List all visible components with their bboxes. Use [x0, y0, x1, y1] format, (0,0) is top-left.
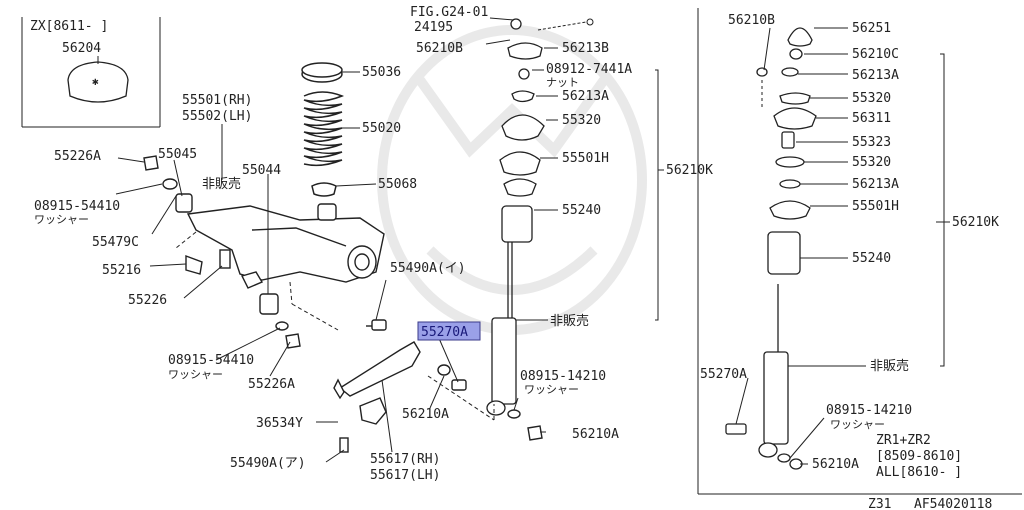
selected-part-highlight[interactable]	[417, 321, 481, 341]
leader-lines	[115, 17, 950, 465]
svg-text:✱: ✱	[92, 75, 99, 88]
label-nut: ナット	[546, 76, 579, 89]
label-55320-right-top[interactable]: 55320	[852, 91, 891, 106]
label-56213A-center[interactable]: 56213A	[562, 89, 609, 104]
label-55270A-right[interactable]: 55270A	[700, 367, 747, 382]
label-56210K-center[interactable]: 56210K	[666, 163, 713, 178]
label-washer-center: ワッシャー	[524, 383, 579, 396]
label-not-for-sale-arm: 非販売	[202, 176, 241, 192]
label-08915-54410-top[interactable]: 08915-54410	[34, 199, 120, 214]
label-56210C[interactable]: 56210C	[852, 47, 899, 62]
label-08912-7441A[interactable]: 08912-7441A	[546, 62, 632, 77]
label-55045[interactable]: 55045	[158, 147, 197, 162]
label-not-for-sale-center: 非販売	[550, 313, 589, 329]
label-55617lh[interactable]: 55617(LH)	[370, 468, 440, 483]
label-55320-center[interactable]: 55320	[562, 113, 601, 128]
label-55617rh[interactable]: 55617(RH)	[370, 452, 440, 467]
label-55240-center[interactable]: 55240	[562, 203, 601, 218]
center-strut	[486, 18, 545, 416]
label-56213A-right-bottom[interactable]: 56213A	[852, 177, 899, 192]
label-55490A-a[interactable]: 55490A(ア)	[230, 456, 306, 471]
footer-code: AF54020118	[914, 497, 992, 510]
applicability-line-3: ALL[8610- ]	[876, 465, 962, 480]
label-55502lh[interactable]: 55502(LH)	[182, 109, 252, 124]
label-55490A-i[interactable]: 55490A(イ)	[390, 261, 466, 276]
label-56251[interactable]: 56251	[852, 21, 891, 36]
label-55270A-selected[interactable]: 55270A	[421, 325, 468, 340]
label-56210A-link[interactable]: 56210A	[402, 407, 449, 422]
label-55479C[interactable]: 55479C	[92, 235, 139, 250]
label-55226A-left[interactable]: 55226A	[54, 149, 101, 164]
label-56213A-right-top[interactable]: 56213A	[852, 68, 899, 83]
label-56210A-right[interactable]: 56210A	[812, 457, 859, 472]
label-55216[interactable]: 55216	[102, 263, 141, 278]
applicability-line-2: [8509-8610]	[876, 449, 962, 464]
label-washer-right: ワッシャー	[830, 418, 885, 431]
label-55323[interactable]: 55323	[852, 135, 891, 150]
label-36534Y[interactable]: 36534Y	[256, 416, 303, 431]
coil-spring	[301, 62, 345, 197]
cap-56204-icon: ✱	[67, 61, 129, 103]
label-55036[interactable]: 55036	[362, 65, 401, 80]
label-56311[interactable]: 56311	[852, 111, 891, 126]
inset-note: ZX[8611- ]	[30, 19, 108, 34]
lateral-link	[333, 319, 543, 453]
label-55020[interactable]: 55020	[362, 121, 401, 136]
label-56213B[interactable]: 56213B	[562, 41, 609, 56]
link-guides	[427, 375, 495, 421]
label-55068[interactable]: 55068	[378, 177, 417, 192]
label-55226A-bottom[interactable]: 55226A	[248, 377, 295, 392]
label-08915-14210-center[interactable]: 08915-14210	[520, 369, 606, 384]
footer-model: Z31	[868, 497, 891, 510]
right-panel-frame	[697, 8, 1022, 495]
label-56210K-right[interactable]: 56210K	[952, 215, 999, 230]
fig-reference[interactable]: FIG.G24-01	[410, 5, 488, 20]
label-washer-top: ワッシャー	[34, 213, 89, 226]
label-washer-bottom: ワッシャー	[168, 368, 223, 381]
label-08915-14210-right[interactable]: 08915-14210	[826, 403, 912, 418]
label-55320-right-bottom[interactable]: 55320	[852, 155, 891, 170]
lower-arm-assembly	[143, 155, 385, 349]
right-strut	[725, 27, 817, 470]
label-56204[interactable]: 56204	[62, 41, 101, 56]
label-55044[interactable]: 55044	[242, 163, 281, 178]
label-55501rh[interactable]: 55501(RH)	[182, 93, 252, 108]
label-56210B-center[interactable]: 56210B	[416, 41, 463, 56]
label-24195[interactable]: 24195	[414, 20, 453, 35]
inset-box	[21, 17, 161, 128]
label-55226[interactable]: 55226	[128, 293, 167, 308]
lower-arm-guides	[175, 231, 339, 331]
label-not-for-sale-right: 非販売	[870, 358, 909, 374]
label-55501H-center[interactable]: 55501H	[562, 151, 609, 166]
applicability-line-1: ZR1+ZR2	[876, 433, 931, 448]
label-08915-54410-bottom[interactable]: 08915-54410	[168, 353, 254, 368]
label-56210A-center[interactable]: 56210A	[572, 427, 619, 442]
label-55240-right[interactable]: 55240	[852, 251, 891, 266]
label-56210B-right[interactable]: 56210B	[728, 13, 775, 28]
label-55501H-right[interactable]: 55501H	[852, 199, 899, 214]
